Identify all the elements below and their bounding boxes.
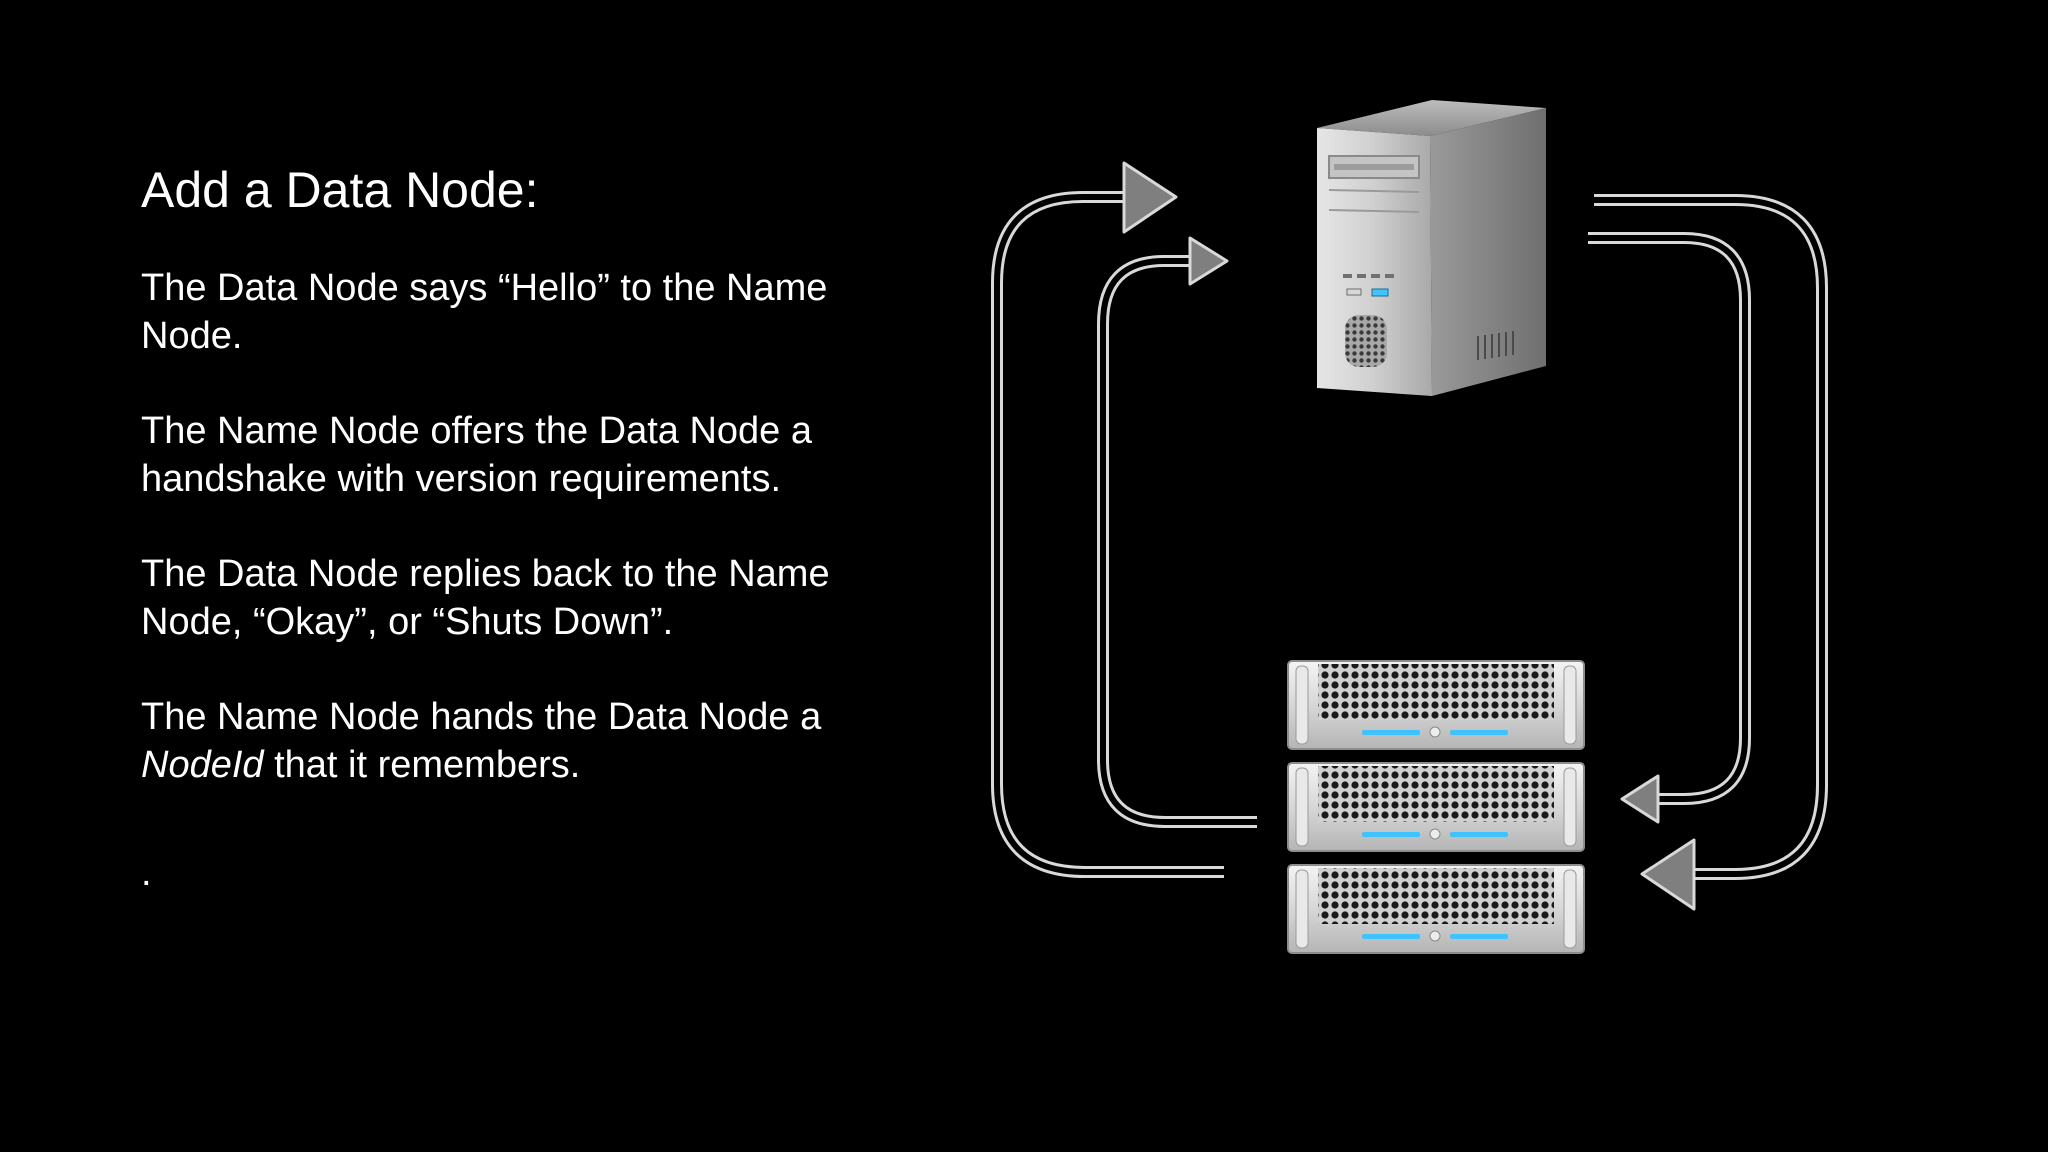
step-reply: The Data Node replies back to the Name N… <box>141 553 830 643</box>
step-nodeid-rest: that it remembers. <box>263 744 581 786</box>
arrow-outer-right <box>1594 194 1828 911</box>
step-hello: The Data Node says “Hello” to the Name N… <box>141 267 828 357</box>
arrow-inner-left <box>1097 236 1257 828</box>
nodeid-term: NodeId <box>141 744 264 786</box>
step-nodeid: The Name Node hands the Data Node a NodeI… <box>141 693 921 789</box>
trailing-dot: . <box>141 852 152 894</box>
arrow-outer-left <box>991 161 1224 878</box>
tower-server-icon <box>1317 100 1546 396</box>
rack-unit-2 <box>1287 762 1585 852</box>
rack-unit-3 <box>1287 864 1585 954</box>
slide-text: Add a Data Node: The Data Node says “Hel… <box>141 160 921 897</box>
step-nodeid-prefix: The Name Node hands the Data Node a <box>141 696 822 738</box>
slide-title: Add a Data Node: <box>141 162 539 218</box>
step-handshake: The Name Node offers the Data Node a han… <box>141 410 813 500</box>
rack-unit-1 <box>1287 660 1585 750</box>
arrow-inner-right <box>1588 232 1751 824</box>
rack-server-stack-icon <box>1287 660 1585 954</box>
